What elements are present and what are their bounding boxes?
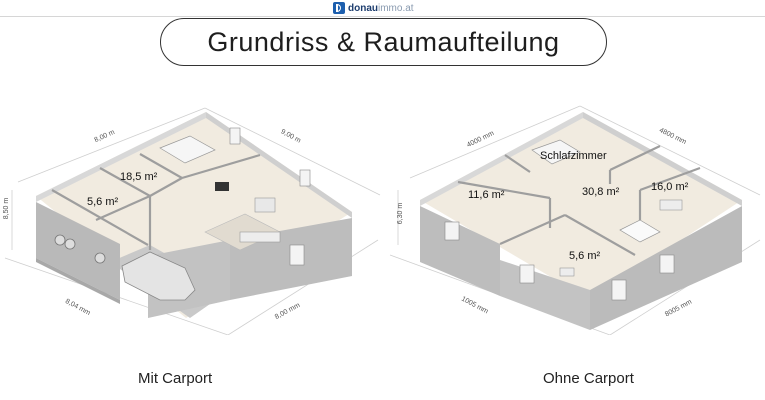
dimension-label: 8,50 m (3, 197, 11, 220)
dimension-label: 6,30 m (397, 202, 405, 225)
room-area-label: 18,5 m² (120, 171, 158, 183)
logo-text-light: immo.at (378, 2, 414, 14)
plan-caption: Mit Carport (138, 370, 213, 387)
floorplan-without-carport (389, 105, 761, 335)
room-area-label: 5,6 m² (87, 196, 119, 208)
room-area-label: 16,0 m² (651, 181, 689, 193)
plan-caption: Ohne Carport (543, 370, 634, 387)
room-name-label: Schlafzimmer (540, 150, 607, 162)
logo-d-icon (333, 2, 345, 14)
room-area-label: 30,8 m² (582, 186, 620, 198)
page-title: Grundriss & Raumaufteilung (160, 18, 607, 66)
header-divider (0, 16, 765, 17)
logo-text-bold: donau (348, 2, 378, 14)
room-area-label: 5,6 m² (569, 250, 601, 262)
floorplan-with-carport (4, 107, 381, 335)
room-area-label: 11,6 m² (468, 189, 505, 201)
